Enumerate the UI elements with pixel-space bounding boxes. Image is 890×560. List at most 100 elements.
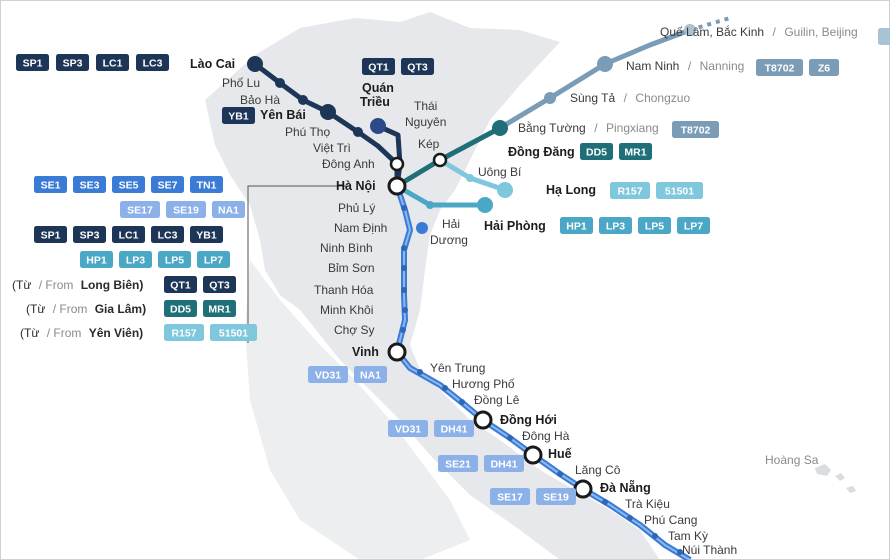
legend-row1-2-bg (112, 176, 145, 193)
badge-da-nang-0-text: SE17 (497, 492, 523, 504)
legend-row1-0: SE1 (34, 176, 67, 193)
badge-dong-dang-1: MR1 (619, 143, 652, 160)
station-dong-ha[interactable] (507, 435, 513, 441)
label-bang-tuong-en: Pingxiang (606, 121, 659, 135)
station-phu-ly[interactable] (401, 205, 407, 211)
badge-vinh-0: VD31 (308, 366, 348, 383)
station-bao-ha[interactable] (298, 95, 308, 105)
legend-row7-label: (Từ / From Yên Viên) (20, 326, 143, 340)
label-quan-trieu-1: Quán (362, 81, 394, 95)
label-dong-le: Đồng Lê (474, 393, 520, 407)
legend-row3-0: SP1 (34, 226, 67, 243)
badge-que-lam-bg (878, 28, 890, 45)
legend-row3-0-text: SP1 (41, 230, 61, 242)
station-nam-ninh[interactable] (597, 56, 613, 72)
badge-dong-hoi-1-text: DH41 (441, 424, 468, 436)
label-bang-tuong: Bằng Tường / Pingxiang (518, 119, 659, 136)
legend-row4-3-text: LP7 (204, 255, 223, 267)
station-minh-khoi[interactable] (402, 307, 408, 313)
label-minh-khoi: Minh Khôi (320, 303, 373, 317)
station-hai-duong[interactable] (426, 201, 434, 209)
hoang-sa-islands (815, 464, 856, 493)
station-dong-le[interactable] (459, 399, 465, 405)
label-dong-ha: Đông Hà (522, 429, 570, 443)
legend-row1-3-bg (151, 176, 184, 193)
badge-quan-trieu-1: QT3 (401, 58, 434, 75)
label-que-lam-en: Guilin, Beijing (784, 25, 857, 39)
station-phu-tho[interactable] (353, 127, 363, 137)
badge-vinh-0-bg (308, 366, 348, 383)
legend-row6-badge-0-text: DD5 (170, 304, 191, 316)
legend-row5-badge-1-bg (203, 276, 236, 293)
legend-row3-3: LC3 (151, 226, 184, 243)
station-que-lam[interactable] (684, 24, 696, 36)
legend-row4-1-text: LP3 (126, 255, 145, 267)
station-tam-ky[interactable] (652, 533, 658, 539)
badge-ha-long-0-text: R157 (617, 186, 642, 198)
station-dong-dang[interactable] (492, 120, 508, 136)
label-pho-lu: Phố Lu (222, 76, 260, 90)
legend-row7-badge-0: R157 (164, 324, 204, 341)
label-sung-ta-vn: Sùng Tả (570, 91, 615, 105)
station-hue[interactable] (523, 445, 543, 465)
station-huong-pho[interactable] (442, 385, 448, 391)
legend-row2-0: SE17 (120, 201, 160, 218)
legend-row7-place: Yên Viên) (89, 326, 143, 340)
station-nui-thanh[interactable] (677, 549, 683, 555)
badge-vinh-1: NA1 (354, 366, 387, 383)
station-thanh-hoa[interactable] (401, 287, 407, 293)
badge-hai-phong-0: HP1 (560, 217, 593, 234)
legend-row6-badge-0-bg (164, 300, 197, 317)
station-uong-bi[interactable] (466, 174, 474, 182)
legend: (Từ / From Long Biên) (Từ / From Gia Lâm… (12, 176, 257, 341)
legend-row1-4: TN1 (190, 176, 223, 193)
station-ha-long[interactable] (497, 182, 513, 198)
badge-ha-long-1-text: 51501 (665, 186, 694, 198)
badge-hue-1: DH41 (484, 455, 524, 472)
station-ninh-binh[interactable] (401, 245, 407, 251)
station-tra-kieu[interactable] (602, 499, 608, 505)
badge-ha-long-1: 51501 (656, 182, 703, 199)
station-da-nang[interactable] (573, 479, 593, 499)
station-ha-noi[interactable] (387, 176, 407, 196)
label-bao-ha: Bảo Hà (240, 93, 280, 107)
badge-dong-hoi-0: VD31 (388, 420, 428, 437)
station-cho-sy[interactable] (400, 327, 406, 333)
badge-da-nang-0: SE17 (490, 488, 530, 505)
badge-quan-trieu-1-text: QT3 (407, 62, 428, 74)
north-vietnam-land (205, 12, 660, 560)
legend-row5-tu: (Từ (12, 278, 31, 292)
label-phu-tho: Phú Thọ (285, 125, 330, 139)
station-vinh[interactable] (387, 342, 407, 362)
badge-quan-trieu-0-bg (362, 58, 395, 75)
station-dong-hoi[interactable] (473, 410, 493, 430)
station-bang-tuong[interactable] (544, 92, 556, 104)
badge-ha-long-0-bg (610, 182, 650, 199)
label-lao-cai: Lào Cai (190, 57, 235, 71)
china-line-dashed (689, 16, 731, 32)
station-lang-co[interactable] (557, 471, 563, 477)
label-ha-noi: Hà Nội (336, 179, 376, 193)
station-quan-trieu[interactable] (370, 118, 386, 134)
legend-row4-1-bg (119, 251, 152, 268)
label-uong-bi: Uông Bí (478, 165, 522, 179)
station-bim-son[interactable] (401, 265, 407, 271)
station-pho-lu[interactable] (275, 78, 285, 88)
legend-connector (247, 185, 350, 343)
legend-row5-place: Long Biên) (81, 278, 144, 292)
badge-nam-ninh-1-text: Z6 (818, 63, 830, 75)
station-kep[interactable] (432, 152, 448, 168)
legend-row3-0-bg (34, 226, 67, 243)
station-yen-bai[interactable] (320, 104, 336, 120)
station-hai-phong[interactable] (477, 197, 493, 213)
station-nam-dinh[interactable] (416, 222, 428, 234)
station-dong-anh[interactable] (389, 156, 405, 172)
label-thai-nguyen-1: Thái (414, 99, 437, 113)
station-yen-trung[interactable] (417, 369, 423, 375)
badge-da-nang-0-bg (490, 488, 530, 505)
station-lao-cai[interactable] (247, 56, 263, 72)
badge-hai-phong-2: LP5 (638, 217, 671, 234)
station-phu-cang[interactable] (627, 515, 633, 521)
badge-hue-0: SE21 (438, 455, 478, 472)
badge-dong-dang-0: DD5 (580, 143, 613, 160)
